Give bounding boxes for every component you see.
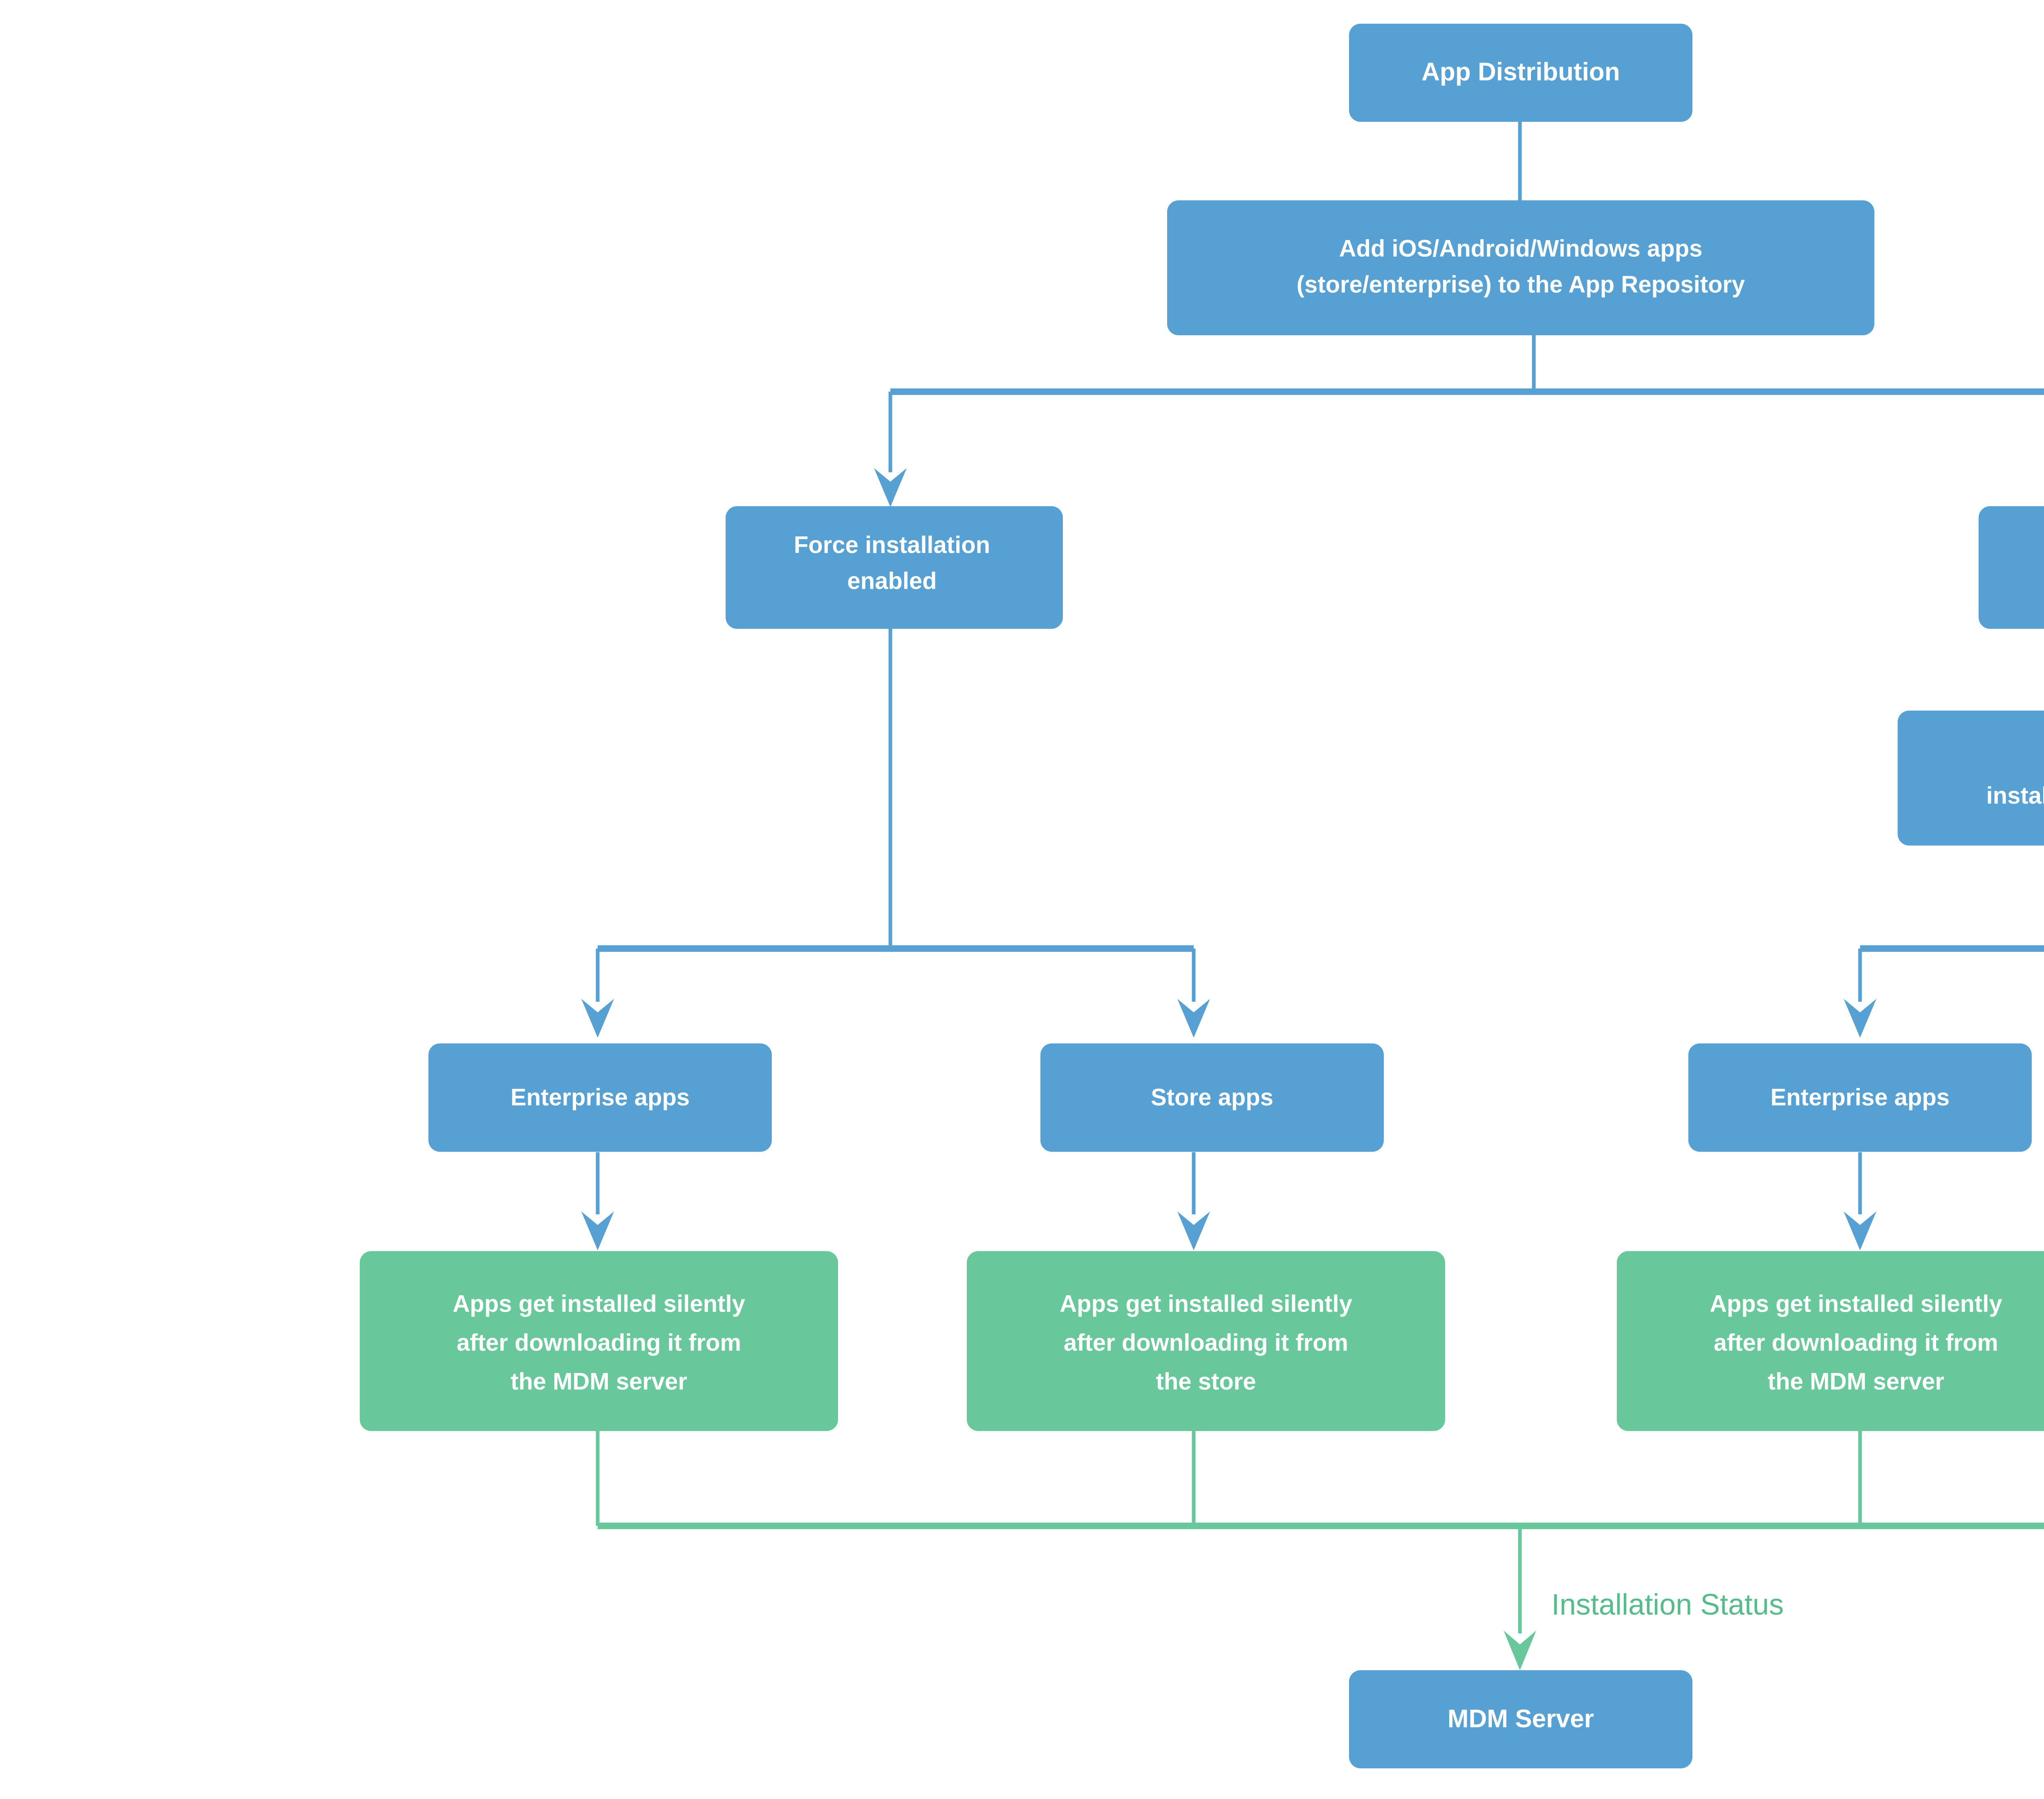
node-user-initiates-installation[interactable]: User initiates installation from App Cat… bbox=[1898, 711, 2044, 846]
node-enterprise-apps-left[interactable]: Enterprise apps bbox=[428, 1043, 772, 1152]
node-store-apps-left[interactable]: Store apps bbox=[1040, 1043, 1384, 1152]
node-enterprise-apps-left-rect[interactable] bbox=[428, 1043, 772, 1152]
node-silent-install-mdm-right-label-line1: Apps get installed silently bbox=[1710, 1290, 2002, 1317]
node-enterprise-apps-right[interactable]: Enterprise apps bbox=[1688, 1043, 2032, 1152]
edge-enterprise-right-to-silent-mdm-right bbox=[1844, 1152, 1876, 1250]
node-silent-install-mdm-right[interactable]: Apps get installed silently after downlo… bbox=[1617, 1251, 2044, 1431]
node-force-installation-disabled[interactable]: Force installation disabled bbox=[1979, 506, 2044, 629]
node-force-installation-enabled-rect[interactable] bbox=[726, 506, 1063, 629]
node-silent-install-mdm-right-rect[interactable] bbox=[1617, 1251, 2044, 1431]
edge-force-enabled-fork bbox=[581, 628, 1210, 1038]
node-app-distribution-label: App Distribution bbox=[1421, 58, 1620, 86]
node-silent-install-mdm-left-label-line1: Apps get installed silently bbox=[453, 1290, 745, 1317]
node-add-apps-label-line1: Add iOS/Android/Windows apps bbox=[1339, 235, 1703, 262]
edge-store-left-to-silent-store-left bbox=[1177, 1152, 1210, 1250]
node-silent-install-store-left[interactable]: Apps get installed silently after downlo… bbox=[967, 1251, 1445, 1431]
node-enterprise-apps-right-rect[interactable] bbox=[1688, 1043, 2032, 1152]
node-add-apps-rect[interactable] bbox=[1167, 200, 1874, 335]
node-enterprise-apps-right-label: Enterprise apps bbox=[1771, 1084, 1950, 1110]
node-add-apps[interactable]: Add iOS/Android/Windows apps (store/ente… bbox=[1167, 200, 1874, 335]
node-silent-install-mdm-right-label-line2: after downloading it from bbox=[1714, 1329, 1998, 1356]
node-silent-install-store-left-label-line2: after downloading it from bbox=[1064, 1329, 1348, 1356]
node-mdm-server-rect[interactable] bbox=[1349, 1670, 1692, 1768]
node-silent-install-mdm-right-label-line3: the MDM server bbox=[1768, 1368, 1944, 1395]
node-silent-install-mdm-left-label-line2: after downloading it from bbox=[457, 1329, 741, 1356]
node-add-apps-label-line2: (store/enterprise) to the App Repository bbox=[1297, 271, 1745, 298]
edge-enterprise-left-to-silent-mdm-left bbox=[581, 1152, 614, 1250]
node-force-installation-disabled-rect[interactable] bbox=[1979, 506, 2044, 629]
edge-user-initiates-fork bbox=[1844, 945, 2044, 1038]
node-force-installation-enabled-label-line1: Force installation bbox=[794, 532, 990, 558]
node-user-initiates-installation-rect[interactable] bbox=[1898, 711, 2044, 846]
node-silent-install-mdm-left-rect[interactable] bbox=[360, 1251, 838, 1431]
edge-add-apps-fork bbox=[874, 335, 2044, 507]
node-silent-install-mdm-left-label-line3: the MDM server bbox=[511, 1368, 687, 1395]
node-silent-install-mdm-left[interactable]: Apps get installed silently after downlo… bbox=[360, 1251, 838, 1431]
node-store-apps-left-rect[interactable] bbox=[1040, 1043, 1384, 1152]
node-force-installation-enabled-label-line2: enabled bbox=[847, 568, 937, 594]
node-store-apps-left-label: Store apps bbox=[1151, 1084, 1273, 1110]
node-enterprise-apps-left-label: Enterprise apps bbox=[511, 1084, 690, 1110]
node-silent-install-store-left-rect[interactable] bbox=[967, 1251, 1445, 1431]
node-force-installation-enabled[interactable]: Force installation enabled bbox=[726, 506, 1063, 629]
edge-label-installation-status: Installation Status bbox=[1551, 1588, 1784, 1621]
node-app-distribution-rect[interactable] bbox=[1349, 24, 1692, 122]
node-mdm-server[interactable]: MDM Server bbox=[1349, 1670, 1692, 1768]
node-app-distribution[interactable]: App Distribution bbox=[1349, 24, 1692, 122]
node-silent-install-store-left-label-line3: the store bbox=[1156, 1368, 1256, 1395]
node-mdm-server-label: MDM Server bbox=[1448, 1705, 1594, 1733]
node-silent-install-store-left-label-line1: Apps get installed silently bbox=[1060, 1290, 1352, 1317]
node-user-initiates-installation-label-line2: installation from App Catalog bbox=[1986, 782, 2044, 809]
edge-silent-boxes-merge-to-mdm-server bbox=[596, 1431, 2044, 1670]
